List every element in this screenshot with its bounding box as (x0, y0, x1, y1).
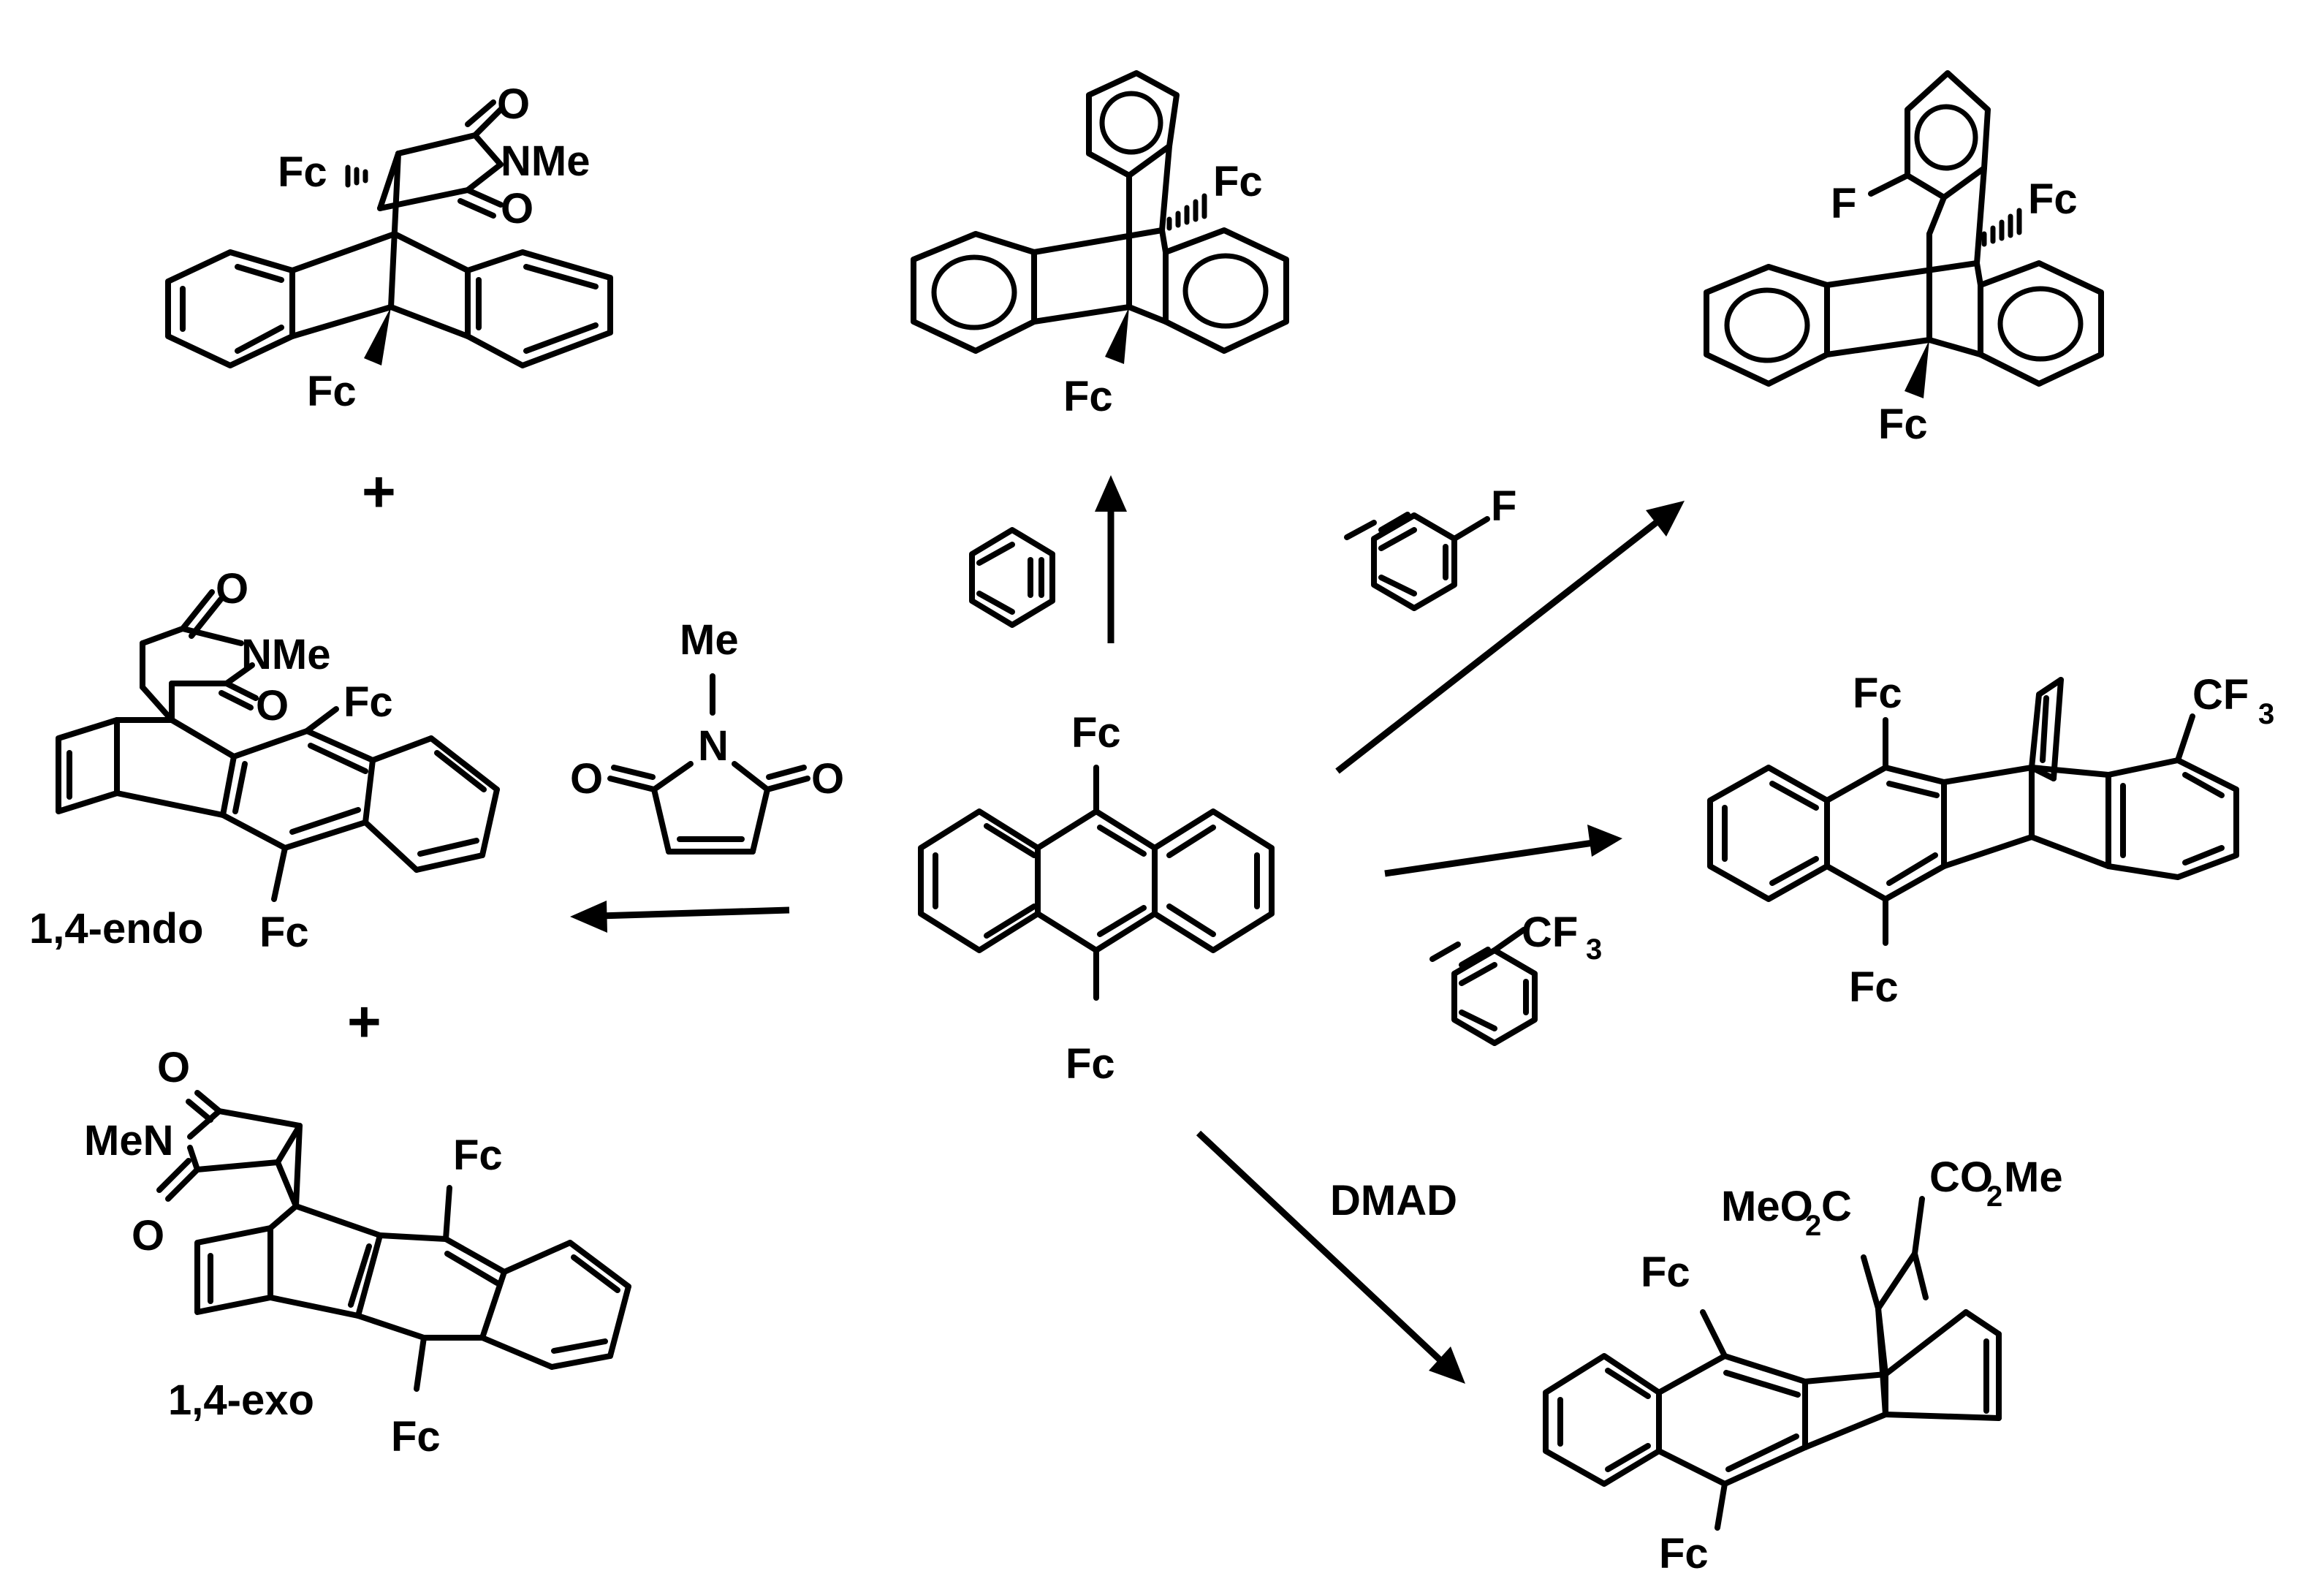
maleimide-me: Me (680, 616, 739, 664)
cf3-adduct-sub: 3 (2258, 698, 2274, 730)
cf3-benzyne-cf: CF (1522, 909, 1578, 956)
central-fc-top: Fc (1071, 709, 1121, 757)
reagent-benzyne (969, 527, 1055, 628)
cf3-adduct-fc-bottom: Fc (1849, 963, 1899, 1011)
reagent-n-methylmaleimide: Me N O O (570, 616, 844, 855)
arrow-right (1384, 839, 1594, 877)
exo-fc-top: Fc (453, 1132, 503, 1179)
product-1-4-exo: O MeN O Fc Fc 1,4-exo (84, 1044, 631, 1461)
fluoro-triptycene-fc-right: Fc (2028, 175, 2078, 223)
fluoro-triptycene-fc-bottom: Fc (1878, 401, 1928, 448)
reagent-cf3-benzyne: CF 3 (1429, 909, 1602, 1046)
fluoro-triptycene-f: F (1831, 180, 1856, 227)
product-triptycene: Fc Fc (911, 70, 1289, 420)
exo-label: 1,4-exo (168, 1376, 314, 1424)
central-fc-bottom: Fc (1066, 1040, 1115, 1088)
triptycene-fc-bottom: Fc (1063, 373, 1113, 420)
arrow-upper-right (1335, 518, 1661, 774)
arrow-left (599, 906, 790, 920)
dmad-co-right: CO (1929, 1153, 1993, 1201)
product-nmm-9-10-adduct: O NMe O Fc Fc (165, 80, 613, 415)
dmad-meo-sub: 2 (1805, 1210, 1821, 1242)
dmad-me-right: Me (2004, 1153, 2063, 1201)
cf3-adduct-fc-top: Fc (1853, 670, 1902, 717)
nmm-adduct-fc-top: Fc (278, 148, 327, 196)
reagent-fluorobenzyne: F (1344, 482, 1516, 611)
nmm-adduct-fc-bottom: Fc (307, 368, 357, 415)
nmm-adduct-o-bottom: O (501, 185, 533, 232)
dmad-c-left: C (1821, 1183, 1852, 1230)
endo-o-top: O (216, 565, 248, 613)
arrow-down-right (1196, 1130, 1443, 1363)
product-dmad-adduct: MeO 2 C CO 2 Me Fc Fc (1543, 1153, 2063, 1576)
plus-sign-1: + (362, 459, 396, 524)
fluorobenzyne-f: F (1491, 482, 1516, 530)
nmm-adduct-o-top: O (497, 80, 530, 128)
endo-nme: NMe (241, 631, 330, 678)
plus-sign-2: + (347, 989, 381, 1054)
exo-fc-bottom: Fc (391, 1413, 441, 1461)
exo-o-top: O (157, 1044, 190, 1091)
endo-fc-top: Fc (343, 678, 393, 726)
product-cf3-1-4-adduct: CF 3 Fc Fc (1707, 670, 2274, 1011)
central-anthracene: Fc Fc (918, 709, 1275, 1088)
exo-o-bottom: O (132, 1212, 164, 1259)
endo-fc-bottom: Fc (259, 909, 309, 956)
cf3-benzyne-sub: 3 (1586, 933, 1602, 966)
triptycene-fc-right: Fc (1213, 158, 1263, 205)
nmm-adduct-nme: NMe (501, 137, 590, 185)
reagent-dmad-label: DMAD (1330, 1177, 1457, 1224)
dmad-co-sub: 2 (1986, 1181, 2002, 1213)
maleimide-n: N (698, 722, 729, 770)
product-1-4-endo: O NMe O Fc Fc 1,4-endo (29, 565, 500, 956)
cf3-adduct-cf: CF (2192, 671, 2249, 719)
endo-o-bottom: O (256, 682, 289, 730)
product-fluoro-triptycene: F Fc Fc (1704, 70, 2104, 448)
dmad-fc-bottom: Fc (1659, 1530, 1709, 1576)
dmad-fc-top: Fc (1641, 1249, 1690, 1296)
maleimide-o-left: O (570, 755, 603, 803)
reaction-arrows (570, 475, 1685, 1384)
exo-men: MeN (84, 1117, 173, 1164)
endo-label: 1,4-endo (29, 905, 204, 952)
maleimide-o-right: O (811, 755, 844, 803)
dmad-meo-left: MeO (1721, 1183, 1813, 1230)
